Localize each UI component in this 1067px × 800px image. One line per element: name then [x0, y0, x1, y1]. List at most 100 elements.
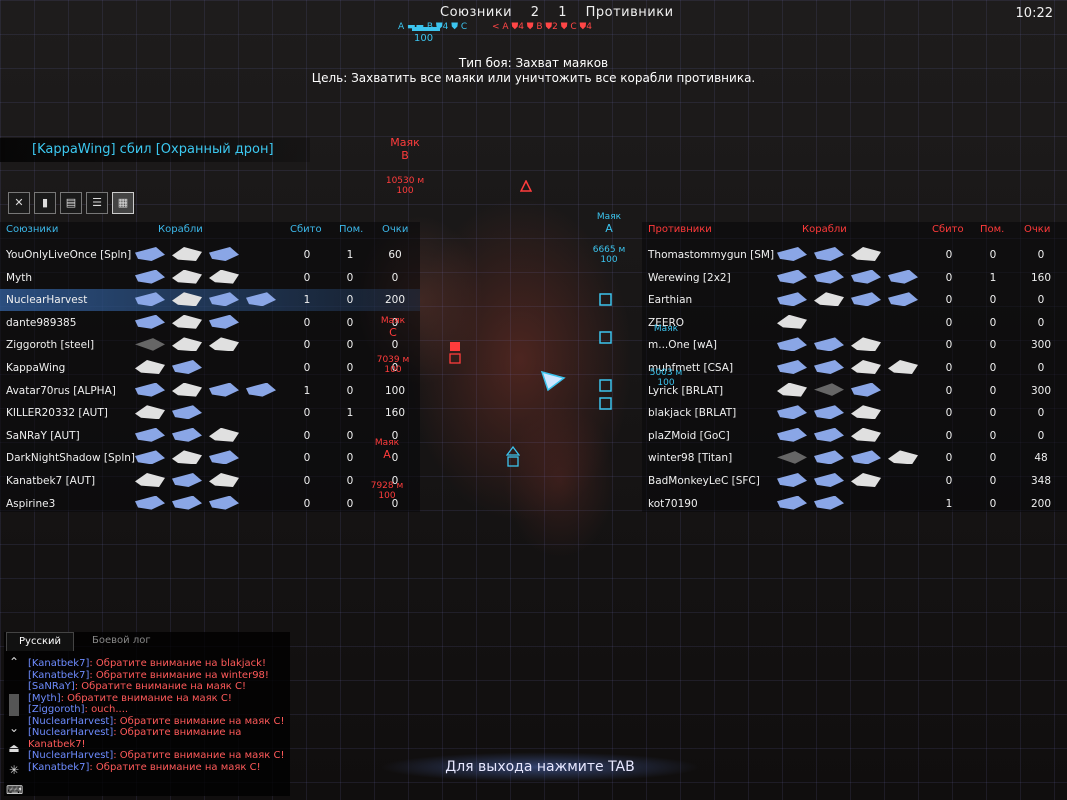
- ally-assists: 1: [346, 407, 354, 420]
- chat-sender[interactable]: [SaNRaY]: [28, 681, 75, 692]
- ship-icon: [209, 269, 239, 284]
- chat-sender[interactable]: [Ziggoroth]: [28, 704, 85, 715]
- beacon-status-strip: A ▬▬ B ⛊4 ⛊ C < A ⛊4 ⛊ B ⛊2 ⛊ C ⛊4: [398, 22, 698, 36]
- enemy-player-name: muhfmett [CSA]: [648, 362, 734, 374]
- beacon-b-hp: 100: [396, 186, 414, 196]
- ally-kills: 1: [303, 294, 311, 307]
- ship-icon: [172, 382, 202, 397]
- enemy-kills: 0: [945, 429, 953, 442]
- ally-score: 0: [391, 497, 399, 510]
- beacon-mid-distance: 5003 м: [649, 368, 683, 378]
- beacon-c-hp: 100: [384, 365, 402, 375]
- ship-icon: [209, 382, 239, 397]
- chat-sender[interactable]: [Kanatbek7]: [28, 658, 90, 669]
- chat-sender[interactable]: [Kanatbek7]: [28, 761, 90, 773]
- beacon-b-marker[interactable]: Маяк B 10530 м 100: [380, 136, 430, 196]
- ship-icon: [851, 382, 881, 397]
- enemy-assists: 0: [989, 384, 997, 397]
- ship-icon: [814, 405, 844, 420]
- beacon-c-marker[interactable]: Маяк C 7039 м 100: [368, 316, 418, 375]
- enemy-score: 0: [1037, 407, 1045, 420]
- ship-icon: [209, 473, 239, 487]
- exit-hint: Для выхода нажмите TAB: [380, 752, 700, 782]
- enemy-score: 348: [1030, 475, 1052, 487]
- enemy-ship-loadout: [777, 382, 881, 399]
- settings-icon[interactable]: ✳: [8, 763, 20, 777]
- enemies-label: Противники: [585, 5, 674, 20]
- beacon-c-distance: 7039 м: [376, 355, 410, 365]
- close-view-button[interactable]: ✕: [8, 192, 30, 214]
- ally-kills: 0: [303, 249, 311, 261]
- ally-kills: 1: [303, 384, 311, 397]
- view-detailed-button[interactable]: ☰: [86, 192, 108, 214]
- view-compact-button[interactable]: ▮: [34, 192, 56, 214]
- chat-scrollbar-thumb[interactable]: [9, 694, 19, 716]
- view-list-button[interactable]: ▤: [60, 192, 82, 214]
- ship-icon: [851, 473, 881, 487]
- enemy-ship-loadout: [777, 405, 881, 421]
- ally-score: 0: [391, 316, 399, 329]
- ally-assists: 0: [346, 271, 354, 284]
- enemy-player-name: Werewing [2x2]: [648, 271, 731, 284]
- tab-russian[interactable]: Русский: [6, 632, 74, 651]
- ally-player-name: Aspirine3: [6, 497, 56, 510]
- beacon-a-marker[interactable]: Маяк A 6665 м 100: [584, 212, 634, 265]
- beacon-a2-marker[interactable]: Маяк A 7928 м 100: [362, 438, 412, 501]
- tab-combat-log[interactable]: Боевой лог: [92, 635, 151, 646]
- ship-icon: [814, 427, 844, 442]
- chat-sender[interactable]: [NuclearHarvest]: [28, 715, 114, 727]
- chevron-down-icon[interactable]: ⌄: [8, 721, 20, 735]
- ally-ship-loadout: [135, 405, 202, 421]
- beacon-mid-marker[interactable]: Маяк 5003 м 100: [636, 324, 696, 388]
- chat-sender[interactable]: [NuclearHarvest]: [28, 727, 114, 738]
- chevron-up-icon[interactable]: ⌃: [8, 655, 20, 669]
- enemy-score: 0: [1037, 316, 1045, 329]
- keyboard-icon[interactable]: ⌨: [6, 783, 24, 797]
- beacon-b-label: Маяк: [390, 136, 420, 149]
- allies-header-score: Очки: [382, 224, 409, 235]
- enemy-drone-icon: [449, 342, 461, 364]
- chat-sender[interactable]: [NuclearHarvest]: [28, 750, 114, 761]
- ship-icon: [814, 269, 844, 284]
- ally-assists: 0: [346, 316, 354, 329]
- view-full-button[interactable]: ▦: [112, 192, 134, 214]
- ship-icon: [851, 269, 881, 284]
- ship-icon: [777, 495, 807, 510]
- eject-icon[interactable]: ⏏: [8, 741, 20, 755]
- chat-sender[interactable]: [Myth]: [28, 692, 61, 704]
- ally-assists: 0: [346, 475, 354, 487]
- beacon-mid-hp: 100: [657, 378, 675, 388]
- enemy-player-name: kot70190: [648, 497, 698, 510]
- enemy-ship-loadout: [777, 247, 881, 263]
- chat-sender[interactable]: [Kanatbek7]: [28, 669, 90, 681]
- allies-header-ships: Корабли: [158, 224, 203, 235]
- enemy-score: 0: [1037, 249, 1045, 261]
- ship-icon: [172, 473, 202, 487]
- chat-message-text: : Обратите внимание на winter98!: [89, 669, 269, 681]
- enemy-player-name: ZEERO: [648, 316, 685, 329]
